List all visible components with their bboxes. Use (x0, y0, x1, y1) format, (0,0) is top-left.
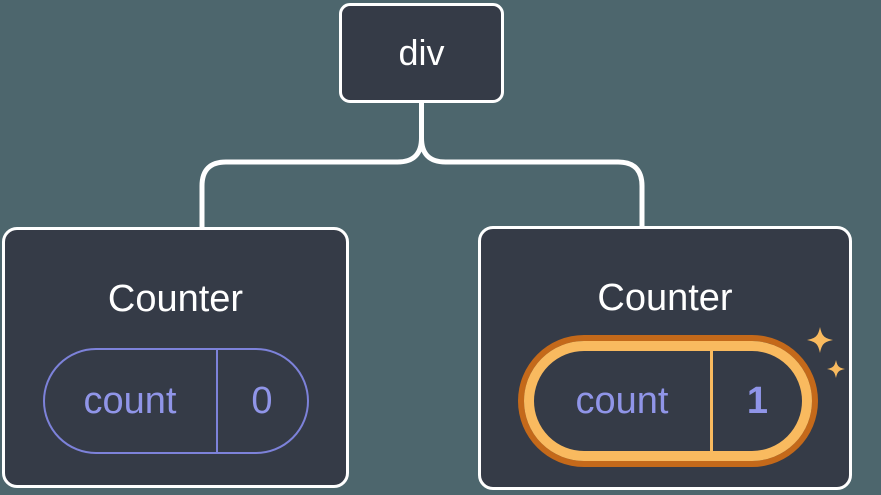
sparkles-icon (807, 327, 845, 378)
state-label: count (575, 379, 669, 422)
state-label: count (83, 379, 177, 422)
state-badge-divider (215, 350, 218, 452)
connector-left-branch (199, 103, 424, 229)
component-title: Counter (107, 278, 244, 320)
state-value: 1 (746, 379, 769, 422)
state-badge-highlighted: count 1 (524, 341, 812, 461)
component-title: Counter (597, 277, 733, 319)
state-badge-divider (710, 351, 713, 451)
state-badge: count 0 (42, 348, 309, 454)
tree-node-div: div (339, 3, 504, 103)
tree-node-counter-right: Counter count 1 (478, 226, 852, 490)
tree-node-counter-left: Counter count 0 (2, 227, 349, 488)
connector-right-branch (419, 103, 645, 229)
root-node-label: div (398, 32, 445, 73)
state-value: 0 (251, 379, 273, 422)
